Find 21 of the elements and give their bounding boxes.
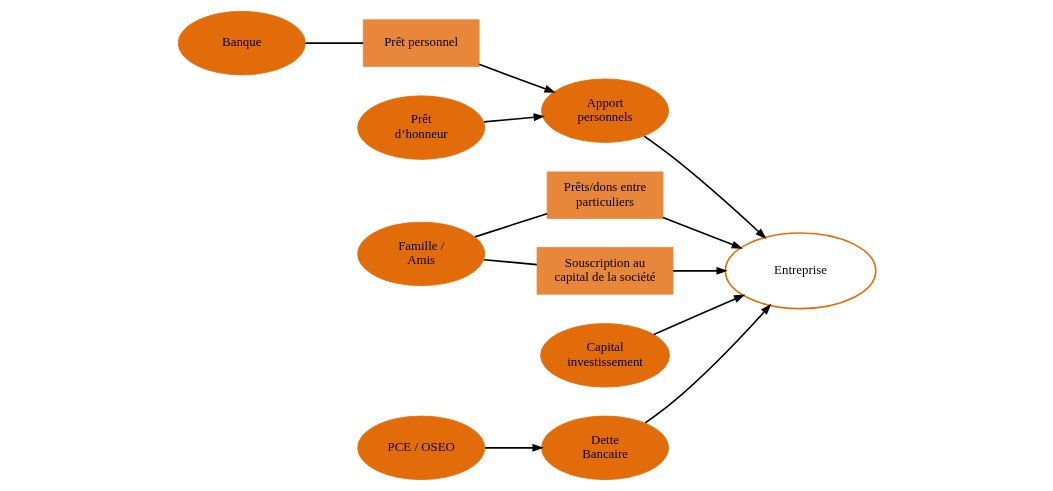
arrow — [482, 113, 545, 123]
arrow — [642, 135, 766, 240]
connector — [473, 212, 548, 238]
connector — [304, 42, 364, 44]
node-ellipse: Prêt d’honneur — [356, 95, 485, 160]
arrow — [477, 63, 556, 93]
node-ellipse: PCE / OSEO — [356, 415, 485, 481]
arrow — [661, 216, 743, 249]
arrow — [483, 443, 544, 452]
node-ellipse: Banque — [177, 10, 306, 76]
node-ellipse: Dette Bancaire — [540, 415, 669, 481]
node-ellipse: Famille / Amis — [356, 221, 485, 287]
arrow — [643, 303, 771, 424]
connector — [482, 258, 538, 266]
node-box: Souscription au capital de la société — [536, 247, 673, 295]
node-box: Prêt personnel — [362, 19, 480, 67]
arrow — [652, 294, 745, 336]
node-ellipse: Capital investissement — [539, 323, 670, 388]
node-box: Prêts/dons entre particuliers — [546, 171, 663, 219]
arrow — [671, 266, 728, 275]
node-ellipse: Entreprise — [724, 232, 877, 310]
